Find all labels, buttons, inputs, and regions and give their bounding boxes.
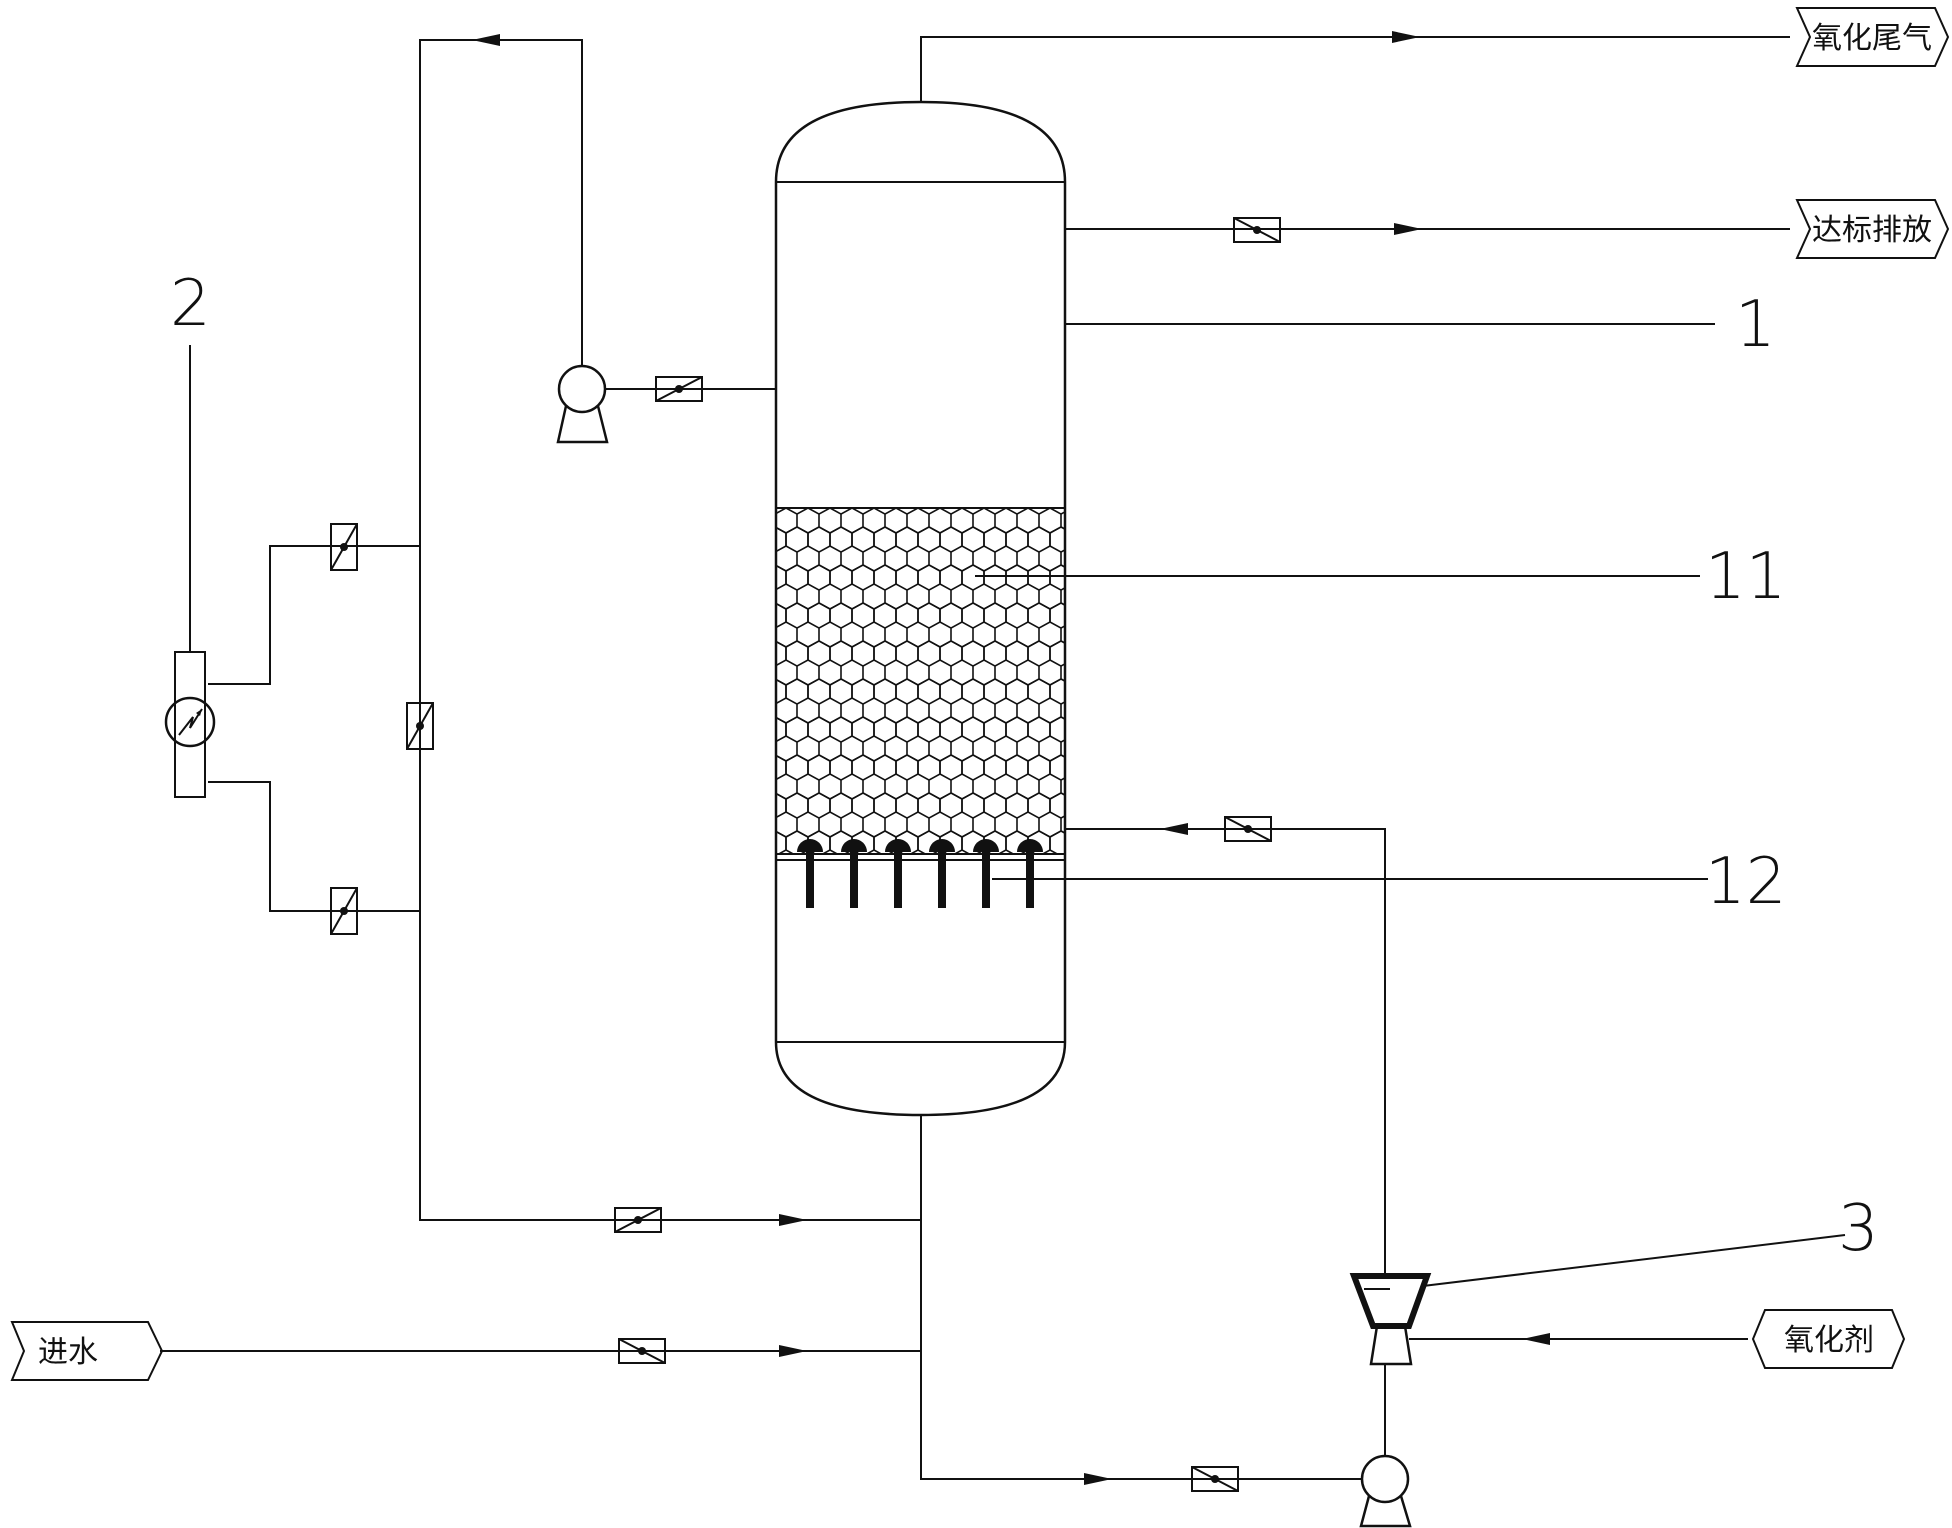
return-valve-bottom[interactable]	[614, 1207, 662, 1233]
svg-text:2: 2	[170, 267, 211, 341]
discharge-valve[interactable]	[1233, 217, 1281, 243]
bottom-outlet-line	[920, 1115, 1362, 1485]
recirculation-pump-top[interactable]	[556, 364, 609, 444]
heat-exchanger	[164, 651, 216, 798]
oxidant-line	[1409, 1333, 1748, 1345]
recirculation-valve-top[interactable]	[655, 376, 703, 402]
distributor-nozzles	[797, 839, 1043, 908]
heat-exchanger-valve-lower[interactable]	[330, 887, 358, 935]
distributor-feed-valve[interactable]	[1224, 816, 1272, 842]
ejector-to-distributor-line	[1065, 823, 1386, 1276]
leader-distributor: 12	[992, 845, 1786, 919]
bottom-pump-valve[interactable]	[1191, 1466, 1239, 1492]
recirculation-line-top	[419, 34, 921, 1221]
svg-text:进水: 进水	[38, 1335, 98, 1370]
bottom-pump[interactable]	[1359, 1454, 1412, 1528]
svg-text:氧化尾气: 氧化尾气	[1812, 21, 1932, 56]
offgas-line	[920, 31, 1790, 102]
stream-tag-oxidant: 氧化剂	[1751, 1309, 1906, 1369]
svg-text:1: 1	[1735, 288, 1776, 362]
ejector[interactable]	[1349, 1273, 1432, 1366]
packing-layer	[776, 507, 1065, 854]
stream-tag-discharge: 达标排放	[1795, 199, 1950, 259]
leader-heat-exchanger: 2	[170, 267, 211, 652]
return-line-bottom	[779, 1214, 807, 1226]
bypass-valve[interactable]	[406, 702, 434, 750]
stream-tag-inlet: 进水	[10, 1321, 164, 1381]
leader-packing: 11	[975, 540, 1786, 614]
reactor-vessel	[774, 100, 1067, 1117]
inlet-line	[160, 1345, 921, 1357]
svg-text:11: 11	[1705, 540, 1786, 614]
inlet-valve[interactable]	[618, 1338, 666, 1364]
heat-exchanger-branch-lines	[208, 545, 420, 912]
svg-text:12: 12	[1705, 845, 1786, 919]
discharge-line	[1065, 223, 1790, 235]
leader-ejector: 3	[1389, 1192, 1879, 1291]
distributor	[776, 839, 1065, 908]
heat-exchanger-valve-upper[interactable]	[330, 523, 358, 571]
svg-text:达标排放: 达标排放	[1812, 213, 1932, 248]
svg-text:3: 3	[1838, 1192, 1879, 1266]
svg-text:氧化剂: 氧化剂	[1784, 1323, 1874, 1358]
leader-reactor: 1	[1065, 288, 1776, 362]
stream-tag-offgas: 氧化尾气	[1795, 7, 1950, 67]
